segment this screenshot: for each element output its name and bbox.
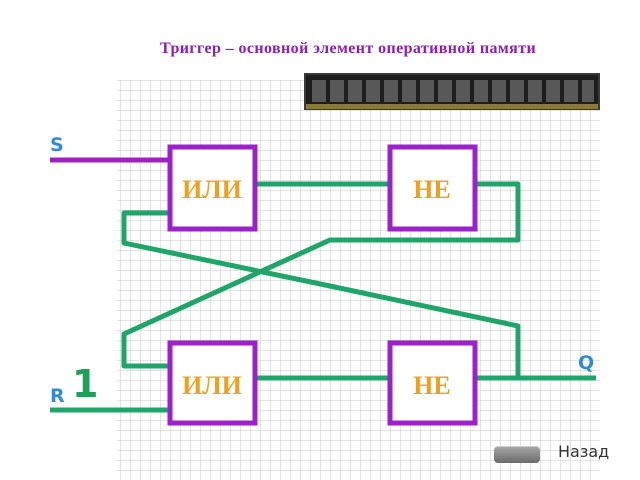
gate-not-top-label: НЕ bbox=[413, 175, 451, 204]
input-s-label: S bbox=[50, 134, 64, 156]
gate-not-bottom-label: НЕ bbox=[413, 371, 451, 400]
input-r-label: R bbox=[50, 385, 65, 407]
wire-not-bottom-feedback bbox=[121, 210, 521, 378]
gates bbox=[167, 144, 478, 426]
back-button-label[interactable]: Назад bbox=[558, 442, 610, 461]
gate-not-bottom bbox=[387, 340, 478, 426]
ram-module-icon bbox=[304, 73, 600, 110]
gate-or-bottom bbox=[167, 340, 258, 426]
input-r-value: 1 bbox=[72, 362, 99, 406]
gate-or-bottom-label: ИЛИ bbox=[182, 371, 242, 400]
wire-not-top-feedback bbox=[121, 181, 521, 369]
wires bbox=[50, 181, 596, 413]
gate-or-top-label: ИЛИ bbox=[182, 175, 242, 204]
gate-not-top bbox=[387, 144, 478, 232]
back-button[interactable] bbox=[494, 446, 540, 463]
page-title: Триггер – основной элемент оперативной п… bbox=[160, 40, 537, 57]
output-q-label: Q bbox=[578, 352, 595, 374]
gate-or-top bbox=[167, 144, 258, 232]
